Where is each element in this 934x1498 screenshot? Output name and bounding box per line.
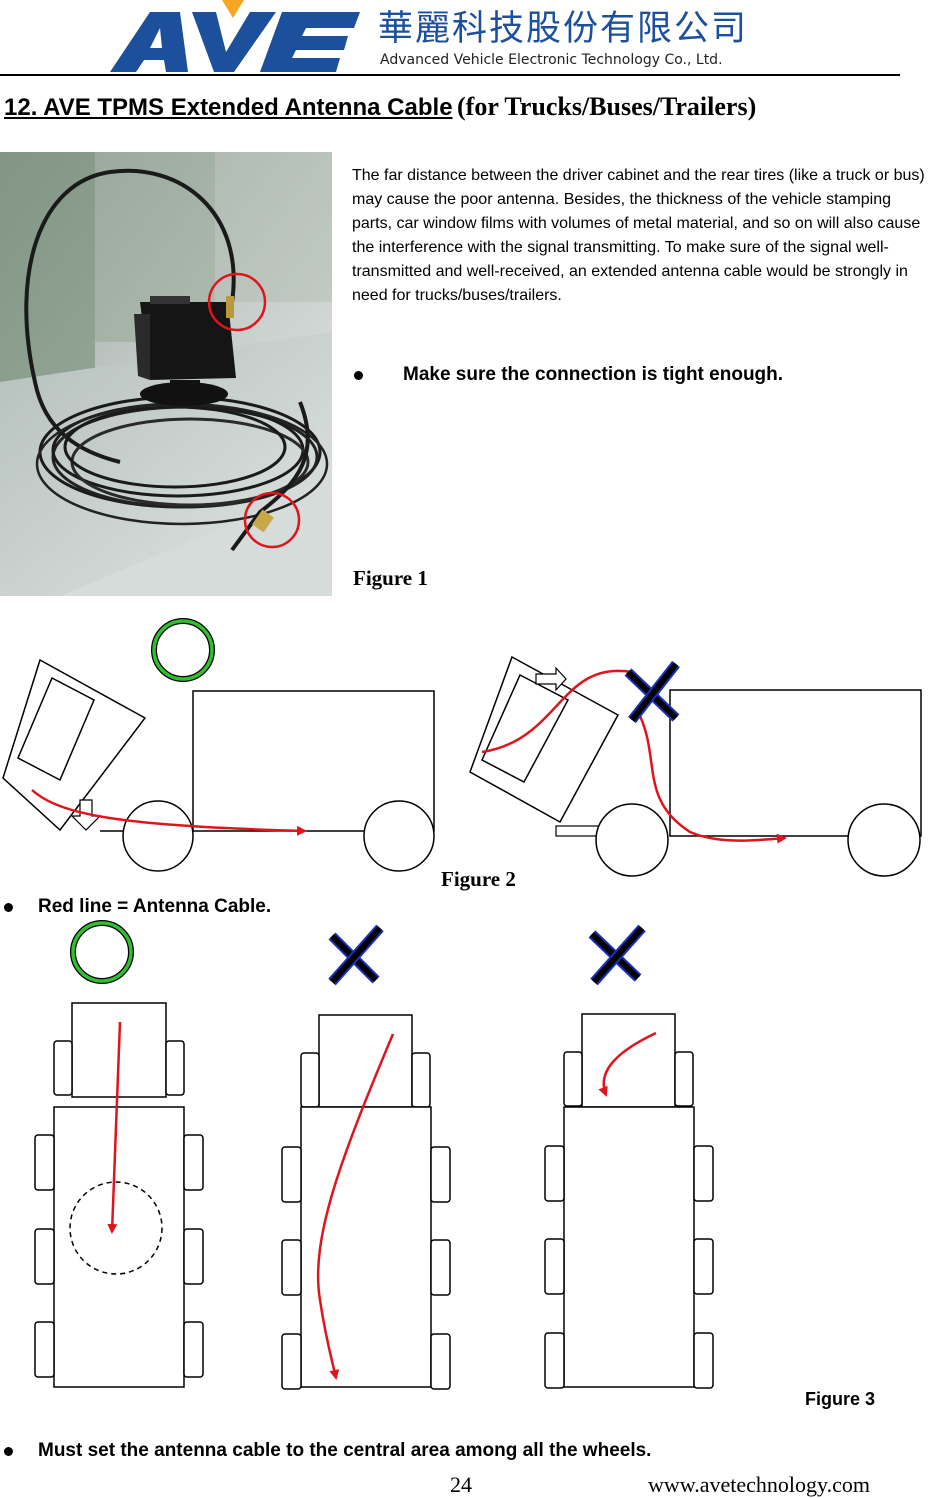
bullet-icon — [354, 370, 363, 380]
section-title: 12. AVE TPMS Extended Antenna Cable (for… — [4, 92, 756, 122]
figure-2-truck-correct — [2, 618, 435, 872]
figure-3-truck-correct — [34, 920, 204, 1388]
page-number: 24 — [450, 1472, 472, 1497]
company-name-english: Advanced Vehicle Electronic Technology C… — [380, 52, 723, 68]
antenna-cable-photo — [0, 152, 332, 596]
bullet-central-area: Must set the antenna cable to the centra… — [4, 1440, 651, 1462]
company-name-chinese: 華麗科技股份有限公司 — [378, 9, 749, 49]
figure-3-truck-wrong-long — [281, 924, 451, 1390]
figure-3-caption: Figure 3 — [805, 1389, 876, 1409]
figure-2-truck-wrong — [469, 655, 922, 877]
figure-1-caption: Figure 1 — [353, 566, 428, 590]
bullet-red-line: Red line = Antenna Cable. — [4, 896, 271, 918]
bullet-icon — [4, 902, 13, 912]
ng-cross-icon — [328, 924, 384, 986]
bullet-central-area-text: Must set the antenna cable to the centra… — [38, 1440, 652, 1461]
bullet-connection: Make sure the connection is tight enough… — [354, 364, 783, 386]
bullet-connection-text: Make sure the connection is tight enough… — [403, 364, 784, 385]
bullet-red-line-text: Red line = Antenna Cable. — [38, 896, 272, 917]
description-paragraph: The far distance between the driver cabi… — [352, 167, 925, 304]
ave-logo — [110, 0, 360, 72]
section-title-sub: (for Trucks/Buses/Trailers) — [457, 92, 757, 121]
section-title-main: 12. AVE TPMS Extended Antenna Cable — [4, 94, 453, 121]
page-header: 華麗科技股份有限公司 Advanced Vehicle Electronic T… — [0, 0, 934, 78]
truck-cable-diagrams — [2, 618, 922, 1390]
bullet-icon — [4, 1446, 13, 1456]
header-divider — [0, 74, 900, 76]
ng-cross-icon — [588, 924, 646, 986]
ng-cross-icon — [624, 660, 680, 724]
figure-3-truck-wrong-short — [544, 924, 714, 1389]
website-url: www.avetechnology.com — [648, 1472, 870, 1497]
figure-2-caption: Figure 2 — [441, 867, 516, 891]
